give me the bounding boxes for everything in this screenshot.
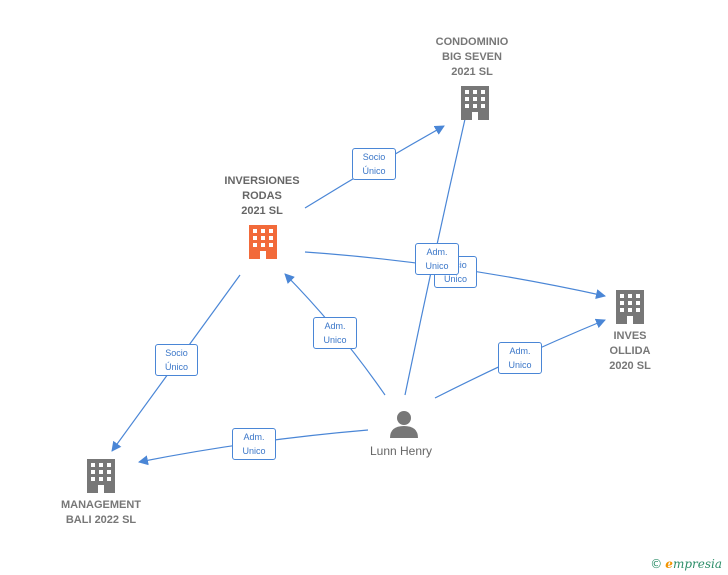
- building-icon: [461, 86, 489, 120]
- copyright-icon: ©: [650, 557, 663, 571]
- edge-label-adm-unico: Adm. Unico: [313, 317, 357, 349]
- edge-label-adm-unico: Adm. Unico: [232, 428, 276, 460]
- edge-label-adm-unico: Adm. Unico: [498, 342, 542, 374]
- building-icon: [616, 290, 644, 324]
- node-label-condominio: CONDOMINIO BIG SEVEN 2021 SL: [435, 36, 509, 78]
- node-label-management: MANAGEMENT BALI 2022 SL: [60, 499, 142, 526]
- edge-label-socio-unico: Socio Único: [155, 344, 198, 376]
- person-icon: [390, 411, 418, 438]
- building-icon: [87, 459, 115, 493]
- node-label-person: Lunn Henry: [369, 444, 433, 458]
- edge-label-socio-unico: Socio Único: [352, 148, 396, 180]
- edge-label-adm-unico: Adm. Unico: [415, 243, 459, 275]
- node-label-inves: INVES OLLIDA 2020 SL: [609, 330, 651, 372]
- brand-logo: ©empresia: [650, 557, 722, 571]
- node-label-inversiones: INVERSIONES RODAS 2021 SL: [224, 175, 300, 217]
- building-icon: [249, 225, 277, 259]
